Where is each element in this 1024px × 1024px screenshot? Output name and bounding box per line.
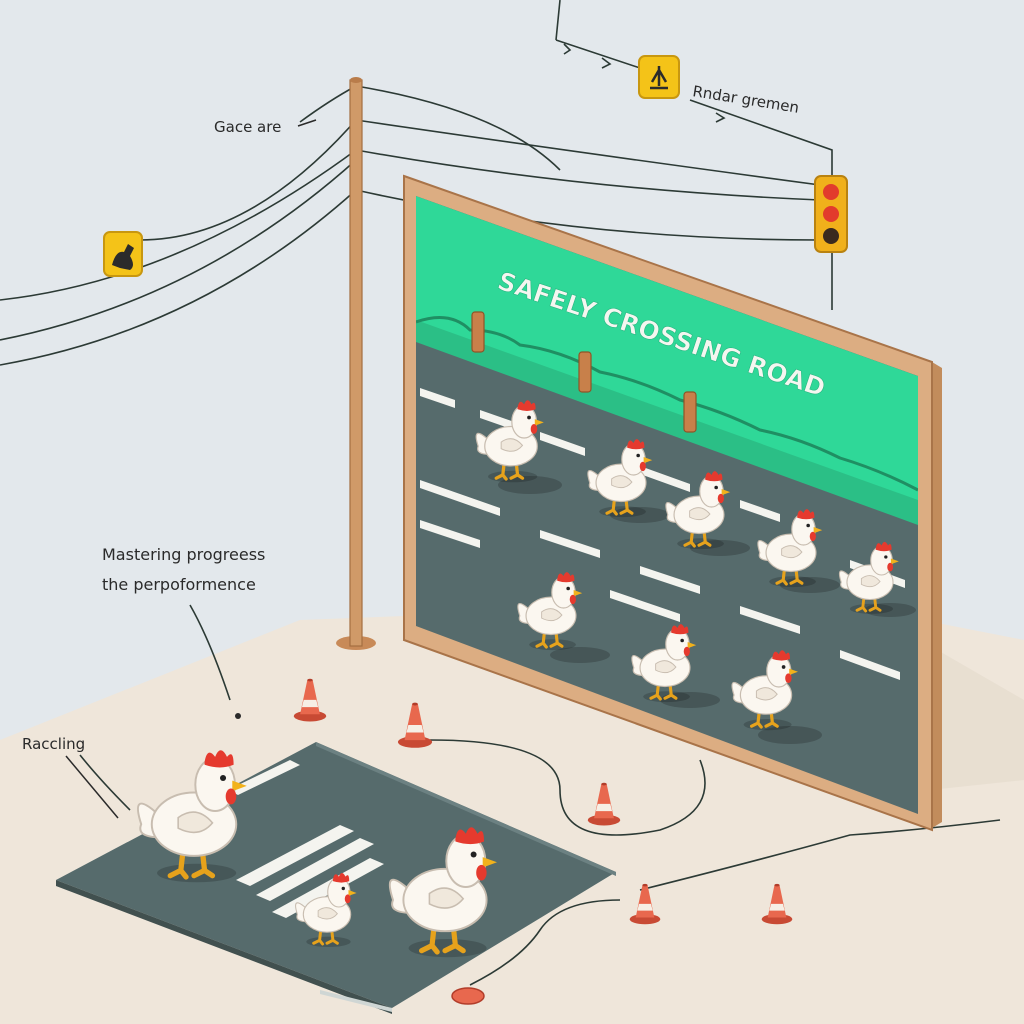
utility-pole <box>336 77 376 650</box>
annotation-middle-line2: the perpoformence <box>102 575 256 594</box>
left-sign <box>103 231 143 277</box>
chicken-silhouette-icon <box>112 244 134 270</box>
annotation-middle-dot <box>235 713 241 719</box>
annotation-middle-line1: Mastering progreess <box>102 545 265 564</box>
annotation-top-left-pointer <box>297 119 317 127</box>
wire-arrows <box>563 43 726 123</box>
cones <box>293 678 793 1005</box>
annotation-bottom-left-pointer <box>65 755 119 819</box>
crossing-arrow-icon <box>650 66 668 90</box>
annotation-top-left: Gace are <box>214 118 281 136</box>
traffic-light-icon <box>814 175 848 253</box>
annotation-bottom-left: Raccling <box>22 735 85 753</box>
power-lines <box>0 0 1001 986</box>
top-sign <box>638 55 680 99</box>
floor-puck <box>451 987 485 1005</box>
